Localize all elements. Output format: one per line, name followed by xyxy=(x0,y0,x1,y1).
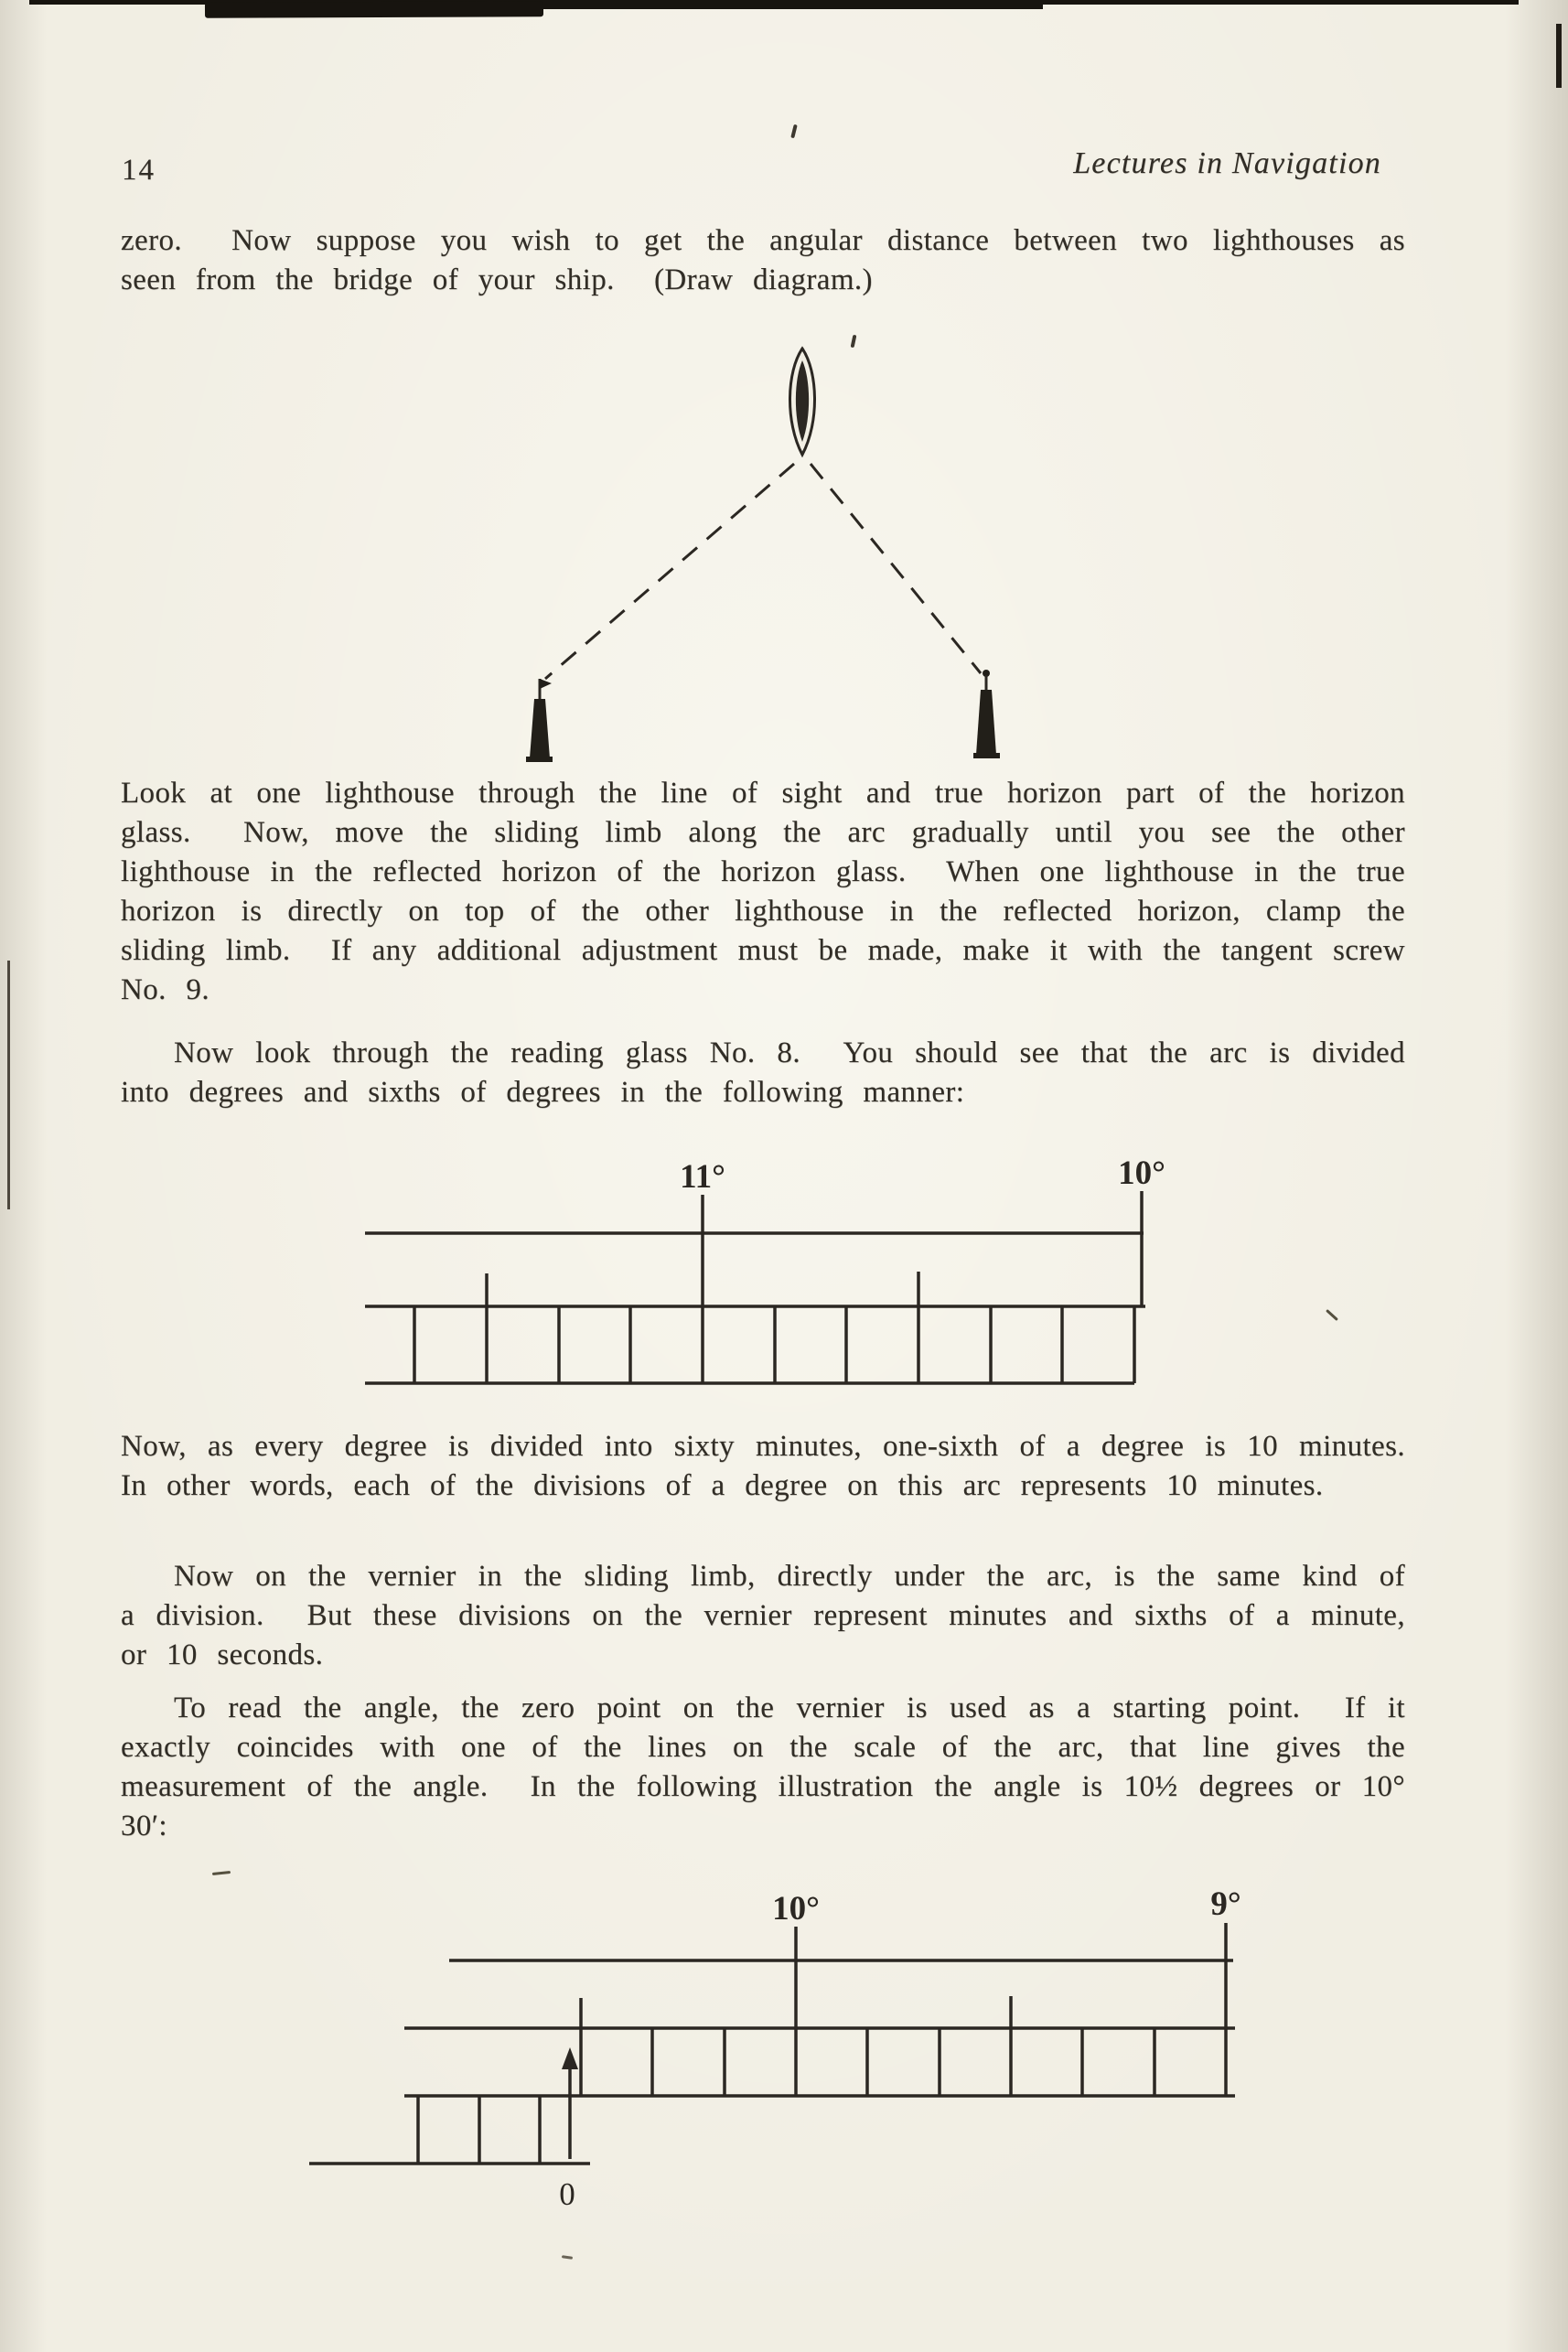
scan-artifact-top-edge xyxy=(29,0,1519,5)
paragraph-vernier: Now on the vernier in the sliding limb, … xyxy=(121,1560,1425,1671)
sightline-left-dashed xyxy=(544,462,795,681)
scan-speck xyxy=(561,2255,574,2260)
lighthouse-right-icon xyxy=(973,670,1000,758)
page-number: 14 xyxy=(122,154,156,187)
scan-artifact-top-blob xyxy=(204,1,544,18)
scale2-label-9deg: 9° xyxy=(1210,1885,1240,1923)
scale1-label-11deg: 11° xyxy=(680,1158,725,1196)
scale2-lines xyxy=(309,1923,1235,2165)
scale2-label-10deg: 10° xyxy=(772,1890,820,1928)
paragraph-minutes: Now, as every degree is divided into six… xyxy=(121,1430,1445,1502)
scale1-label-10deg: 10° xyxy=(1118,1155,1165,1192)
sextant-icon xyxy=(789,346,816,458)
scan-speck xyxy=(211,1870,231,1876)
sightline-right-dashed xyxy=(809,463,983,674)
figure-arc-scale-2: 10° 9° 0 xyxy=(309,1885,1241,2212)
paragraph-intro: zero. Now suppose you wish to get the an… xyxy=(121,224,1425,296)
paragraph-reading-glass: Now look through the reading glass No. 8… xyxy=(121,1036,1425,1109)
scan-artifact-left-edge-line xyxy=(7,961,10,1209)
lighthouse-left-icon xyxy=(526,679,553,762)
vernier-zero-label: 0 xyxy=(559,2176,575,2212)
scan-speck xyxy=(790,124,798,139)
figure-lighthouse-sighting xyxy=(526,346,1000,762)
vernier-zero-arrow-icon xyxy=(562,2047,578,2159)
figure-arc-scale-1: 11° 10° xyxy=(365,1155,1165,1385)
paragraph-read-angle: To read the angle, the zero point on the… xyxy=(121,1692,1425,1842)
paragraph-look: Look at one lighthouse through the line … xyxy=(121,777,1425,1006)
scan-artifact-right-edge xyxy=(1556,24,1562,88)
scan-artifact-top-edge-2 xyxy=(542,5,1043,9)
running-title: Lectures in Navigation xyxy=(1073,146,1381,180)
scale1-lines xyxy=(365,1191,1145,1385)
